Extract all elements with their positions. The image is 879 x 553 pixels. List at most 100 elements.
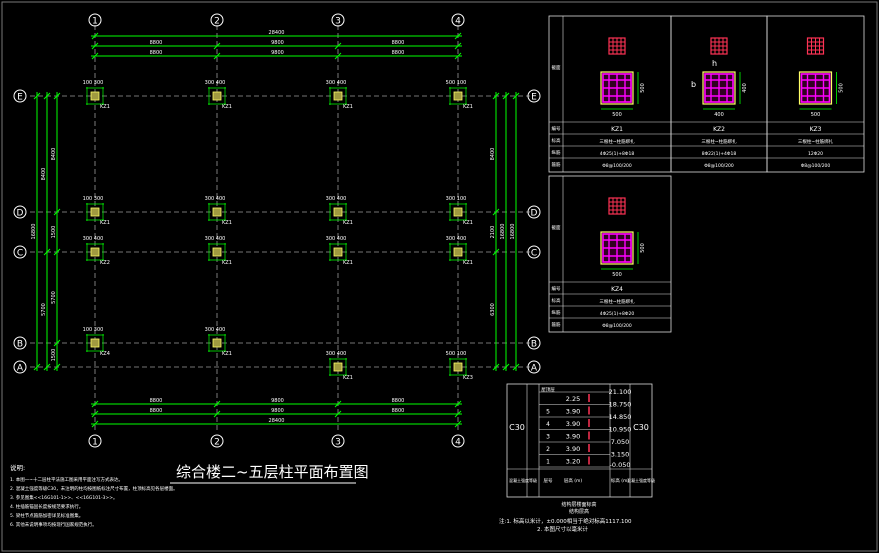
section-row-text: 三根柱~柱筋绑扎 <box>701 138 737 145</box>
dimension-tick <box>213 400 221 408</box>
dimension-label: 8400 <box>41 168 47 181</box>
section-row-label: 箍筋 <box>552 321 561 328</box>
section-row-label: 纵筋 <box>552 149 561 156</box>
section-row-text: KZ4 <box>611 286 623 293</box>
axis-label: C <box>17 249 23 259</box>
dimension-label: 9800 <box>271 50 284 56</box>
floor-number: 5 <box>546 409 550 416</box>
section-row-text: Φ8@100/200 <box>704 163 734 169</box>
axis-label: B <box>17 340 23 350</box>
column-size: 100 300 <box>83 327 104 333</box>
dimension-label: 8800 <box>150 50 163 56</box>
axis-bubble <box>210 13 224 27</box>
dimension-tick <box>454 400 462 408</box>
col-label: 层高 (m) <box>564 477 583 484</box>
column-label: KZ2 <box>100 260 110 266</box>
column-size: 500 100 <box>446 80 467 86</box>
dimension-tick <box>334 42 342 50</box>
dimension-tick <box>91 410 99 418</box>
section-row-label: 截面 <box>552 224 561 231</box>
note-item: 5. 梁柱节点箍筋加密详见标准图集。 <box>10 512 83 519</box>
axis-bubble <box>331 13 345 27</box>
column-size: 300 400 <box>446 236 467 242</box>
axis-label: D <box>17 209 24 219</box>
column-size: 300 400 <box>205 196 226 202</box>
axis-label: E <box>17 93 23 103</box>
column-size: 300 400 <box>83 236 104 242</box>
dimension-label: 8400 <box>490 148 496 161</box>
column-size: 100 300 <box>83 196 104 202</box>
floor-height: 3.90 <box>566 408 580 416</box>
section-row-text: 4Φ25(1)+8Φ18 <box>600 151 635 157</box>
dimension-label: 2100 <box>490 226 496 239</box>
axis-label: C <box>531 249 537 259</box>
section-table: 500500KZ1三根柱~柱筋绑扎4Φ25(1)+8Φ18Φ8@100/200截… <box>548 15 865 333</box>
dimension-tick <box>91 52 99 60</box>
column-size: 300 400 <box>326 80 347 86</box>
dimension-tick <box>334 52 342 60</box>
column-label: KZ1 <box>463 104 473 110</box>
axis-label: 4 <box>455 17 461 27</box>
dimension-tick <box>492 208 500 216</box>
table-caption: 结构层高 <box>569 508 589 515</box>
note-item: 6. 其他未说明事项均按现行国家规范执行。 <box>10 521 97 528</box>
dimension-label: 8800 <box>392 50 405 56</box>
dimension-label: 28400 <box>269 30 285 36</box>
section-row-label: 截面 <box>552 64 561 71</box>
section-row-label: 标高 <box>552 137 561 144</box>
dimension-tick <box>512 363 520 371</box>
floor-number: 4 <box>546 421 550 428</box>
axis-label: 3 <box>335 17 341 27</box>
dimension-tick <box>492 363 500 371</box>
dimension-label: 16800 <box>31 224 37 240</box>
section-height: 500 <box>640 243 646 253</box>
dimension-tick <box>492 248 500 256</box>
section-width: 500 <box>612 272 622 278</box>
dimension-tick <box>502 92 510 100</box>
column-label: KZ1 <box>222 260 232 266</box>
dimension-tick <box>454 42 462 50</box>
dimension-label: 8800 <box>392 408 405 414</box>
axis-bubble <box>88 434 102 448</box>
axis-bubble <box>527 89 541 103</box>
dimension-tick <box>53 208 61 216</box>
note-item: 2. 混凝土强度等级C30，未注明的柱均按图纸标注尺寸布置，柱顶标高见各层楼面。 <box>10 485 178 492</box>
dimension-tick <box>213 52 221 60</box>
section-b-mark: b <box>691 80 696 89</box>
dimension-tick <box>53 248 61 256</box>
dimension-label: 8400 <box>51 148 57 161</box>
dimension-tick <box>33 363 41 371</box>
section-row-text: KZ3 <box>810 126 822 133</box>
section-row-text: 三根柱~柱筋绑扎 <box>599 298 635 305</box>
table-note: 注:1. 标高以米计，±0.000相当于绝对标高1117.100 <box>499 517 632 525</box>
section-row-label: 编号 <box>552 125 561 132</box>
dimension-tick <box>43 248 51 256</box>
drawing-title: 综合楼二~五层柱平面布置图 <box>176 463 369 481</box>
roof-header: 屋顶层 <box>541 387 555 393</box>
column-label: KZ1 <box>343 375 353 381</box>
dimension-label: 8800 <box>150 40 163 46</box>
section-width: 500 <box>612 112 622 118</box>
section-row-text: Φ8@100/200 <box>602 163 632 169</box>
floor-elevation: 21.100 <box>609 388 632 396</box>
axis-label: 2 <box>214 17 220 27</box>
dimension-label: 9800 <box>271 408 284 414</box>
col-label: 标高 (m) <box>611 477 630 484</box>
section-row-text: KZ1 <box>611 126 623 133</box>
column-label: KZ1 <box>222 351 232 357</box>
floor-height: 3.90 <box>566 433 580 441</box>
column-size: 300 400 <box>326 351 347 357</box>
dimension-tick <box>53 92 61 100</box>
axis-label: 2 <box>214 438 220 448</box>
axis-label: A <box>531 364 538 374</box>
